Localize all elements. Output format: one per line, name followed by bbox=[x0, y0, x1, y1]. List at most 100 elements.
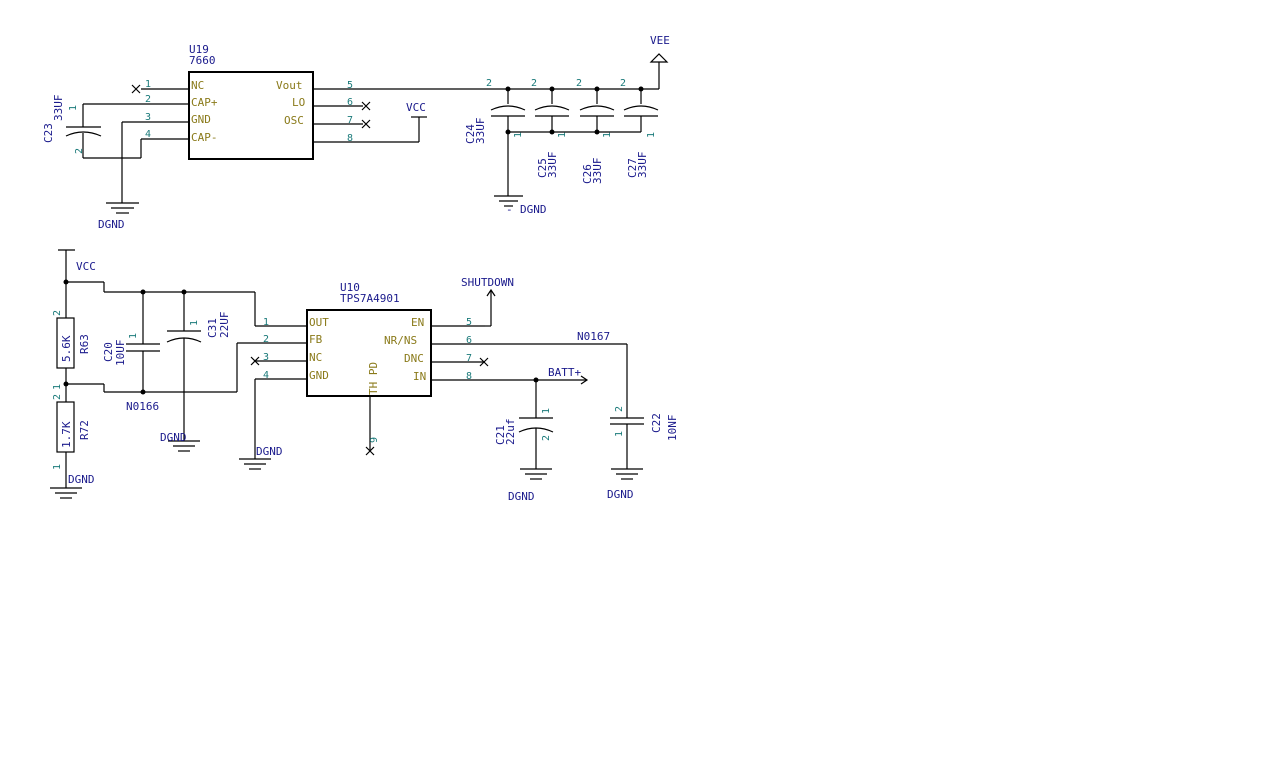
u10-regulator: U10 TPS7A4901 1 2 3 4 OUT FB NC GND 5 6 … bbox=[239, 276, 628, 470]
u10-pin3-name: NC bbox=[309, 351, 322, 364]
c23-plate bbox=[65, 131, 102, 137]
c25-pin2: 2 bbox=[531, 78, 537, 89]
r72-ref: R72 bbox=[78, 420, 91, 440]
c22-pin1: 1 bbox=[614, 431, 625, 437]
u10-pin3-num: 3 bbox=[263, 352, 269, 363]
c24-pin1: 1 bbox=[513, 132, 524, 138]
c21-dgnd-label: DGND bbox=[508, 490, 535, 503]
u10-body bbox=[306, 309, 432, 397]
vee-label: VEE bbox=[650, 34, 670, 47]
shutdown-arrow bbox=[486, 288, 496, 297]
u10-pin8-num: 8 bbox=[466, 371, 472, 382]
u19-pin3-num: 3 bbox=[145, 112, 151, 123]
c27-pin2: 2 bbox=[620, 78, 626, 89]
u19-nc-mark-6 bbox=[361, 101, 371, 111]
u19-pin5-name: Vout bbox=[276, 79, 303, 92]
c31-pin1: 1 bbox=[189, 320, 200, 326]
c21-pin2: 2 bbox=[541, 435, 552, 441]
u10-ref: U10 bbox=[340, 281, 360, 294]
c26-value: 33UF bbox=[591, 158, 604, 185]
c26-pin1: 1 bbox=[602, 132, 613, 138]
c21-pin1: 1 bbox=[541, 408, 552, 414]
u10-dgnd-label: DGND bbox=[256, 445, 283, 458]
cap-bank-dgnd-label: DGND bbox=[520, 203, 547, 216]
u10-nc-mark-9 bbox=[365, 446, 375, 456]
r72-value: 1.7K bbox=[60, 421, 73, 448]
u10-pin2-name: FB bbox=[309, 333, 323, 346]
batt-arrow bbox=[580, 375, 589, 385]
r63-pin2: 2 bbox=[52, 310, 63, 316]
u19-part: 7660 bbox=[189, 54, 216, 67]
u10-pin4-num: 4 bbox=[263, 370, 269, 381]
c22-pin2: 2 bbox=[614, 406, 625, 412]
r63-ref: R63 bbox=[78, 334, 91, 354]
n0167-label: N0167 bbox=[577, 330, 610, 343]
n0166-label: N0166 bbox=[126, 400, 159, 413]
u19-pin1-name: NC bbox=[191, 79, 204, 92]
c21-capacitor: 1 2 C21 22uf DGND bbox=[494, 380, 554, 503]
u19-nc-mark-1 bbox=[131, 84, 141, 94]
u10-pin8-name: IN bbox=[413, 370, 426, 383]
u19-pin7-name: OSC bbox=[284, 114, 304, 127]
c23-value: 33UF bbox=[52, 95, 65, 122]
c24-value: 33UF bbox=[474, 118, 487, 145]
c23-ref: C23 bbox=[42, 123, 55, 143]
u19-pin2-num: 2 bbox=[145, 94, 151, 105]
u10-nc-mark-7 bbox=[479, 357, 489, 367]
c22-dgnd-label: DGND bbox=[607, 488, 634, 501]
r72-dgnd-label: DGND bbox=[68, 473, 95, 486]
c24-ref: C24 bbox=[464, 124, 477, 144]
c23-pin2: 2 bbox=[74, 148, 85, 154]
u19-pin3-name: GND bbox=[191, 113, 211, 126]
c25-value: 33UF bbox=[546, 152, 559, 179]
output-network: VCC 2 1 5.6K R63 N0166 2 1 1.7K R72 DGND bbox=[50, 249, 256, 499]
u19-pin1-num: 1 bbox=[145, 79, 151, 90]
c21-value: 22uf bbox=[504, 419, 517, 446]
c22-capacitor: 2 1 C22 10NF DGND bbox=[607, 406, 679, 501]
c31-value: 22UF bbox=[218, 312, 231, 339]
c26-pin2: 2 bbox=[576, 78, 582, 89]
u10-pin1-num: 1 bbox=[263, 317, 269, 328]
c27-pin1: 1 bbox=[646, 132, 657, 138]
c20-pin1: 1 bbox=[128, 333, 139, 339]
u19-vcc-label: VCC bbox=[406, 101, 426, 114]
c22-value: 10NF bbox=[666, 415, 679, 442]
u19-charge-pump: U19 7660 1 2 3 4 NC CAP+ GND CAP- 5 6 7 … bbox=[42, 34, 670, 231]
r63-pin1: 1 bbox=[52, 384, 63, 390]
c31-ref: C31 bbox=[206, 318, 219, 338]
r72-pin1: 1 bbox=[52, 464, 63, 470]
u19-pin7-num: 7 bbox=[347, 115, 353, 126]
vee-symbol bbox=[649, 53, 669, 63]
u19-pin5-num: 5 bbox=[347, 80, 353, 91]
u10-pin7-num: 7 bbox=[466, 353, 472, 364]
c24-pin2: 2 bbox=[486, 78, 492, 89]
u19-pin4-name: CAP- bbox=[191, 131, 218, 144]
u10-pin6-num: 6 bbox=[466, 335, 472, 346]
u10-nc-mark-3 bbox=[250, 356, 260, 366]
u19-pin8-num: 8 bbox=[347, 133, 353, 144]
u19-dgnd-label: DGND bbox=[98, 218, 125, 231]
c27-value: 33UF bbox=[636, 152, 649, 179]
out-vcc-label: VCC bbox=[76, 260, 96, 273]
u19-pin2-name: CAP+ bbox=[191, 96, 218, 109]
u19-pin4-num: 4 bbox=[145, 129, 151, 140]
vee-cap-bank: 2 1 C24 33UF 2 1 C25 33UF 2 1 C26 33UF 2… bbox=[464, 78, 659, 185]
c22-ref: C22 bbox=[650, 413, 663, 433]
u10-pin1-name: OUT bbox=[309, 316, 329, 329]
c26-ref: C26 bbox=[581, 164, 594, 184]
u19-pin6-num: 6 bbox=[347, 97, 353, 108]
u10-pin5-name: EN bbox=[411, 316, 424, 329]
u19-body bbox=[188, 71, 314, 160]
r63-value: 5.6K bbox=[60, 335, 73, 362]
c21-ref: C21 bbox=[494, 425, 507, 445]
u19-nc-mark-7 bbox=[361, 119, 371, 129]
c20-ref: C20 bbox=[102, 342, 115, 362]
c25-pin1: 1 bbox=[557, 132, 568, 138]
c25-ref: C25 bbox=[536, 158, 549, 178]
u10-pin9-name: TH PD bbox=[367, 362, 380, 395]
u19-ref: U19 bbox=[189, 43, 209, 56]
r72-pin2: 2 bbox=[52, 394, 63, 400]
u10-pin5-num: 5 bbox=[466, 317, 472, 328]
c23-pin1: 1 bbox=[68, 105, 79, 111]
